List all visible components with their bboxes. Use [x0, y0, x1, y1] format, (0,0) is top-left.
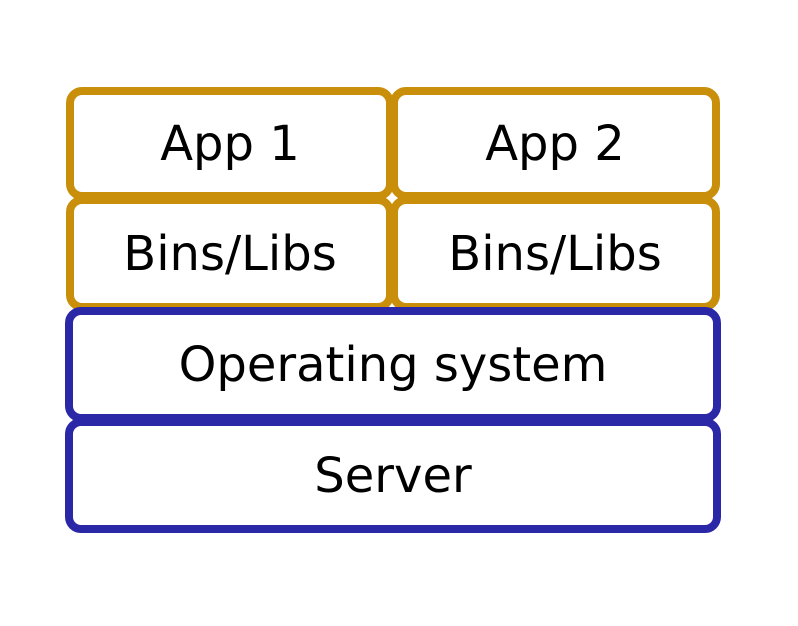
- operating-system-label: Operating system: [178, 336, 608, 393]
- server-box: Server: [65, 418, 721, 533]
- app-2-label: App 2: [485, 115, 625, 172]
- app-1-box: App 1: [66, 87, 394, 200]
- server-label: Server: [314, 447, 472, 504]
- bins-libs-2-box: Bins/Libs: [390, 196, 720, 311]
- app-2-box: App 2: [390, 87, 720, 200]
- app-1-label: App 1: [160, 115, 300, 172]
- bins-libs-1-label: Bins/Libs: [123, 225, 337, 282]
- bins-libs-2-label: Bins/Libs: [448, 225, 662, 282]
- bins-libs-1-box: Bins/Libs: [66, 196, 394, 311]
- operating-system-box: Operating system: [65, 307, 721, 422]
